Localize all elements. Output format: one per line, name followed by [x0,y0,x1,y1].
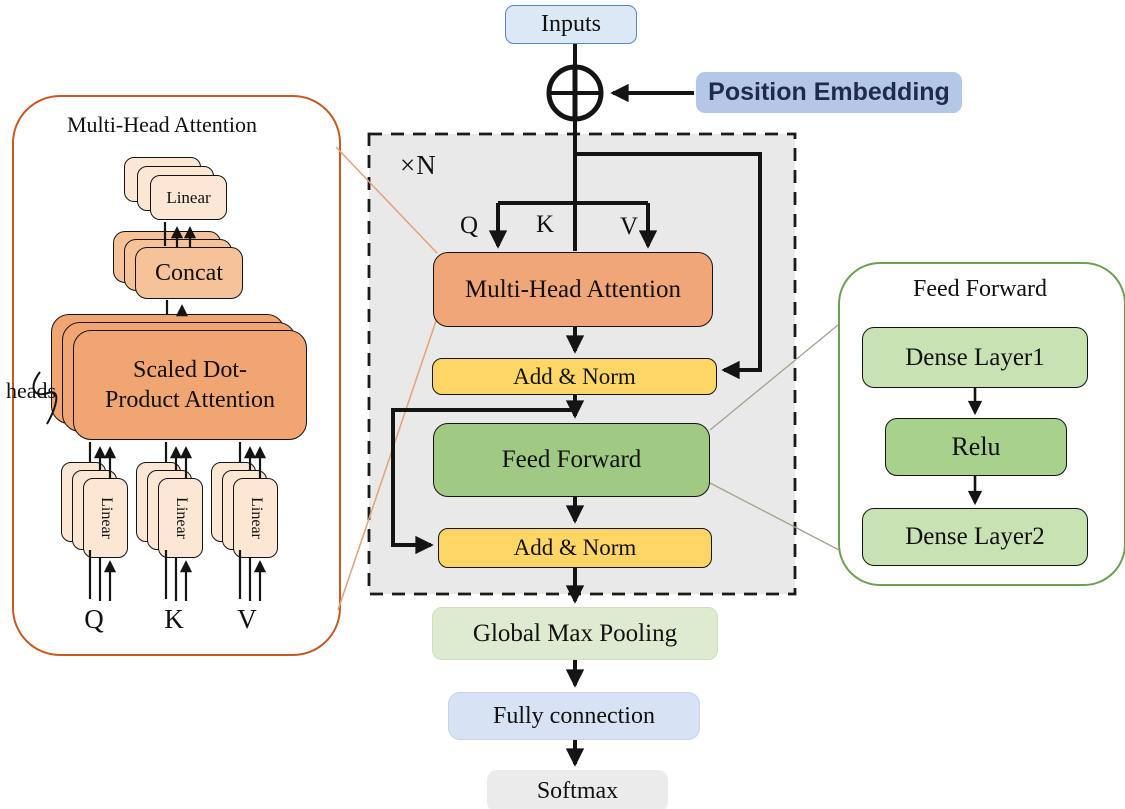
add-norm-1-box: Add & Norm [432,358,717,395]
inputs-box: Inputs [505,5,637,44]
dense-layer1-box: Dense Layer1 [862,327,1088,388]
add-norm-2-box: Add & Norm [438,528,712,568]
panel-q-label: Q [84,604,104,634]
dense-layer2-box: Dense Layer2 [862,508,1088,566]
global-max-pooling-box: Global Max Pooling [432,607,718,660]
q-label: Q [460,212,479,239]
ff-callout-line-bottom [709,482,840,551]
mha-callout-line-bottom [337,317,438,611]
repeat-count-label: ×N [400,150,437,180]
multi-head-attention-box: Multi-Head Attention [433,252,713,327]
panel-k-label: K [164,604,184,634]
k-label: K [536,211,555,238]
panel-v-label: V [237,604,257,634]
fully-connection-box: Fully connection [448,692,700,740]
position-embedding-box: Position Embedding [696,72,962,113]
softmax-box: Softmax [487,770,668,809]
relu-box: Relu [885,418,1067,476]
heads-label: heads [6,378,57,403]
mha-panel-title: Multi-Head Attention [66,112,258,137]
add-symbol-icon [546,64,604,122]
ff-callout-line-top [709,324,839,431]
ff-panel-title: Feed Forward [913,276,1047,302]
v-label: V [620,213,639,240]
feed-forward-box: Feed Forward [433,423,710,497]
